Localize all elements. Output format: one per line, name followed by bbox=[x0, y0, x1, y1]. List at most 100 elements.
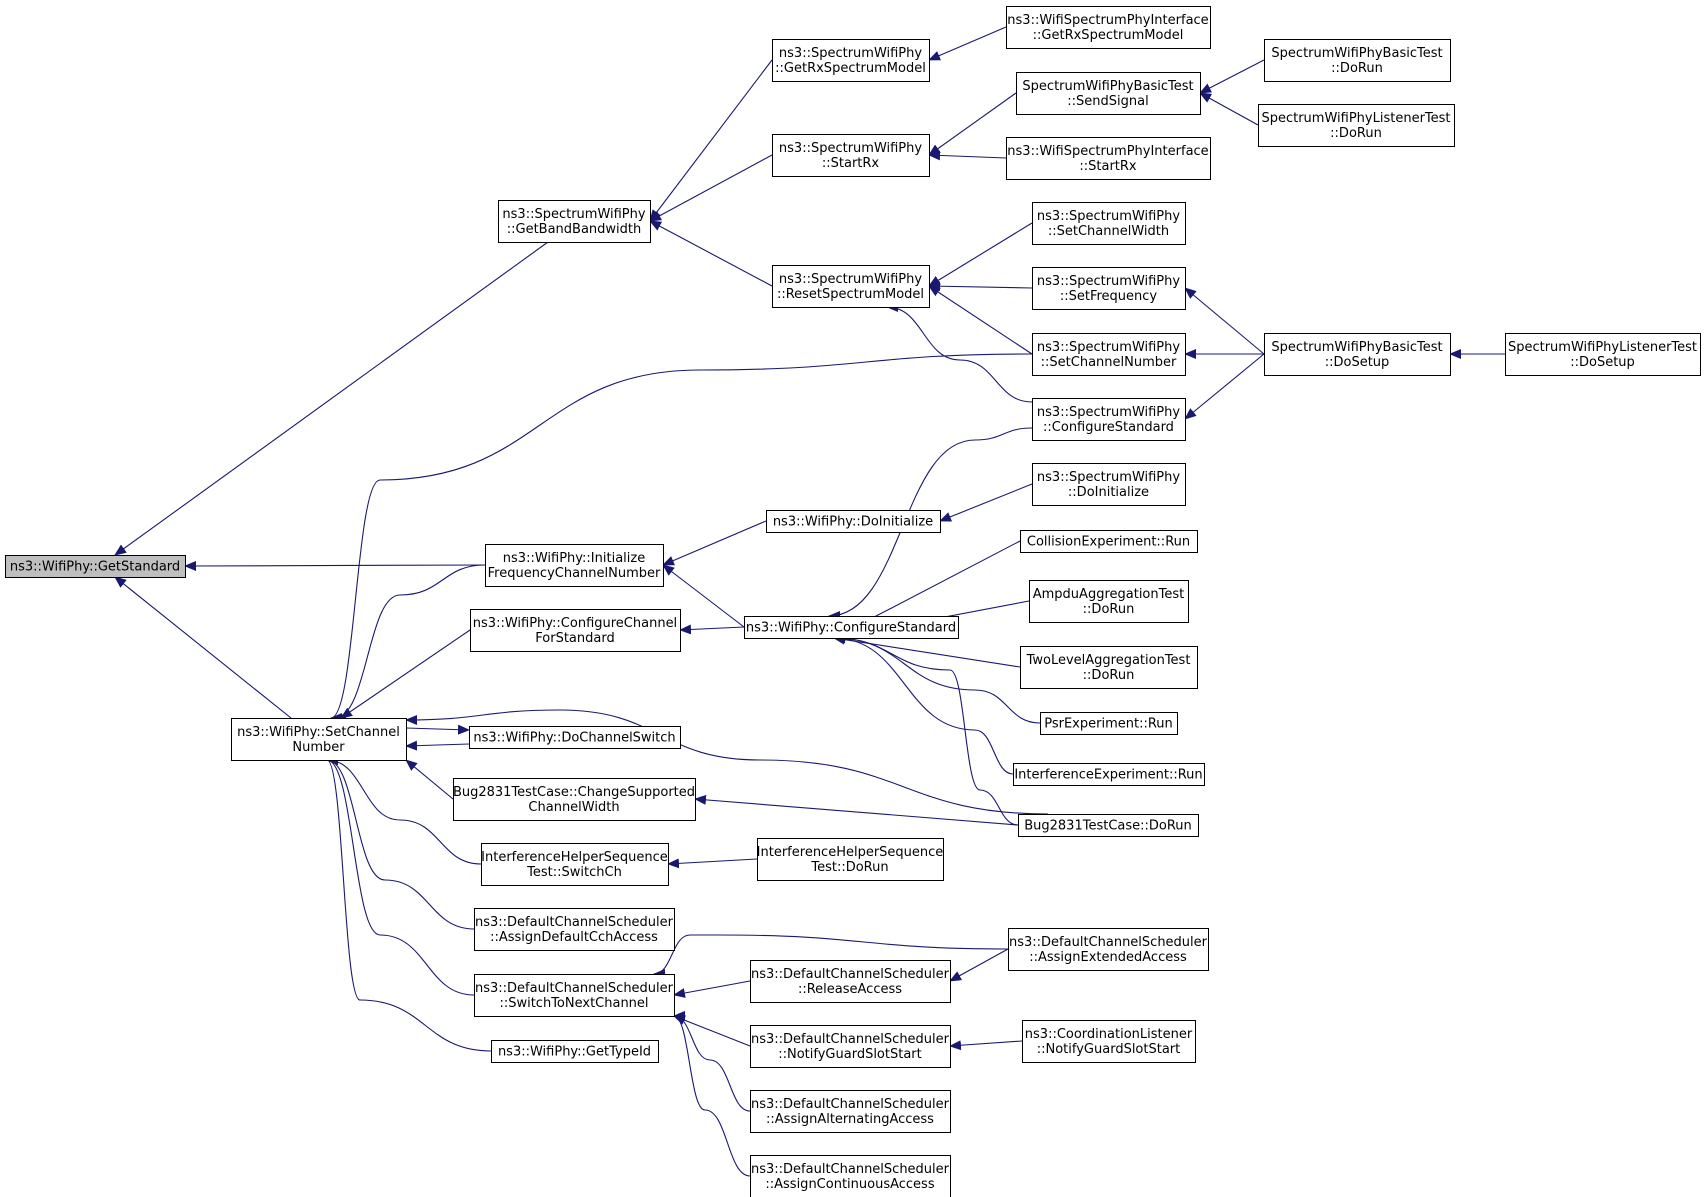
node-label-line: ::DoSetup bbox=[1325, 355, 1390, 370]
caller-function-node[interactable]: Bug2831TestCase::DoRun bbox=[1018, 814, 1199, 837]
node-label-line: ::SwitchToNextChannel bbox=[499, 996, 648, 1011]
call-edge-n22-to-n5 bbox=[928, 92, 1017, 156]
caller-function-node[interactable]: SpectrumWifiPhyListenerTest::DoRun bbox=[1258, 104, 1455, 147]
caller-function-node[interactable]: SpectrumWifiPhyListenerTest::DoSetup bbox=[1505, 333, 1701, 376]
node-box bbox=[1032, 463, 1186, 506]
call-edge-n33-to-n9 bbox=[833, 633, 1014, 775]
node-label-line: ::ReleaseAccess bbox=[798, 982, 902, 997]
caller-function-node[interactable]: ns3::WifiPhy::DoInitialize bbox=[766, 510, 941, 533]
node-label-line: SpectrumWifiPhyListenerTest bbox=[1508, 340, 1697, 355]
call-edge-n27-to-n9 bbox=[828, 427, 1033, 621]
caller-function-node[interactable]: ns3::WifiSpectrumPhyInterface::StartRx bbox=[1006, 137, 1211, 180]
node-label-line: ::AssignDefaultCchAccess bbox=[490, 930, 658, 945]
node-box bbox=[1264, 39, 1451, 82]
caller-function-node[interactable]: ns3::WifiPhy::ConfigureStandard bbox=[744, 616, 959, 639]
caller-function-node[interactable]: PsrExperiment::Run bbox=[1040, 712, 1178, 735]
caller-function-node[interactable]: ns3::SpectrumWifiPhy::SetChannelNumber bbox=[1032, 333, 1186, 376]
node-box bbox=[1020, 646, 1198, 689]
node-label-line: PsrExperiment::Run bbox=[1044, 717, 1173, 732]
node-label-line: ::AssignContinuousAccess bbox=[765, 1177, 934, 1192]
node-label-line: ::SendSignal bbox=[1067, 94, 1148, 109]
node-label-line: ::NotifyGuardSlotStart bbox=[778, 1047, 922, 1062]
caller-function-node[interactable]: ns3::WifiSpectrumPhyInterface::GetRxSpec… bbox=[1006, 6, 1211, 49]
caller-function-node[interactable]: SpectrumWifiPhyBasicTest::SendSignal bbox=[1016, 72, 1201, 115]
caller-function-node[interactable]: ns3::WifiPhy::DoChannelSwitch bbox=[469, 726, 681, 749]
node-box bbox=[1505, 333, 1701, 376]
node-box bbox=[1006, 137, 1211, 180]
caller-function-node[interactable]: Bug2831TestCase::ChangeSupportedChannelW… bbox=[453, 778, 696, 821]
call-edge-n23-to-n5 bbox=[928, 150, 1007, 161]
call-edge-n34-to-n9 bbox=[833, 633, 1019, 826]
caller-function-node[interactable]: ns3::WifiPhy::InitializeFrequencyChannel… bbox=[485, 544, 664, 587]
node-label-line: ns3::DefaultChannelScheduler bbox=[751, 1032, 950, 1047]
caller-function-node[interactable]: ns3::DefaultChannelScheduler::AssignAlte… bbox=[750, 1090, 951, 1133]
caller-function-node[interactable]: ns3::DefaultChannelScheduler::SwitchToNe… bbox=[474, 974, 675, 1017]
node-label-line: ns3::WifiPhy::Initialize bbox=[503, 551, 645, 566]
caller-function-node[interactable]: ns3::WifiPhy::GetTypeId bbox=[491, 1040, 659, 1063]
caller-function-node[interactable]: ns3::SpectrumWifiPhy::DoInitialize bbox=[1032, 463, 1186, 506]
call-edge-n24-to-n6 bbox=[928, 222, 1033, 287]
node-label-line: ns3::WifiPhy::DoChannelSwitch bbox=[473, 731, 675, 746]
caller-function-node[interactable]: ns3::DefaultChannelScheduler::AssignExte… bbox=[1008, 928, 1209, 971]
caller-function-node[interactable]: CollisionExperiment::Run bbox=[1020, 530, 1198, 553]
node-box bbox=[1032, 267, 1186, 310]
caller-function-node[interactable]: SpectrumWifiPhyBasicTest::DoRun bbox=[1264, 39, 1451, 82]
caller-function-node[interactable]: SpectrumWifiPhyBasicTest::DoSetup bbox=[1264, 333, 1451, 376]
node-label-line: ::AssignExtendedAccess bbox=[1029, 950, 1187, 965]
node-label-line: Number bbox=[292, 740, 345, 755]
caller-function-node[interactable]: ns3::DefaultChannelScheduler::NotifyGuar… bbox=[750, 1025, 951, 1068]
caller-function-node[interactable]: ns3::CoordinationListener::NotifyGuardSl… bbox=[1022, 1020, 1196, 1063]
node-label-line: TwoLevelAggregationTest bbox=[1026, 653, 1191, 668]
node-label-line: ::GetBandBandwidth bbox=[507, 222, 642, 237]
caller-function-node[interactable]: ns3::SpectrumWifiPhy::ResetSpectrumModel bbox=[772, 265, 930, 308]
caller-function-node[interactable]: ns3::SpectrumWifiPhy::StartRx bbox=[772, 134, 930, 177]
node-box bbox=[757, 838, 944, 881]
node-box bbox=[750, 1155, 951, 1197]
node-label-line: ns3::DefaultChannelScheduler bbox=[751, 967, 950, 982]
caller-function-node[interactable]: ns3::DefaultChannelScheduler::ReleaseAcc… bbox=[750, 960, 951, 1003]
node-box bbox=[1016, 72, 1201, 115]
caller-function-node[interactable]: ns3::WifiPhy::ConfigureChannelForStandar… bbox=[470, 609, 681, 652]
node-box bbox=[1029, 580, 1189, 623]
node-box bbox=[750, 1025, 951, 1068]
call-edge-n18-to-n15 bbox=[673, 1015, 751, 1047]
caller-function-node[interactable]: InterferenceExperiment::Run bbox=[1013, 763, 1205, 786]
node-label-line: SpectrumWifiPhyBasicTest bbox=[1022, 79, 1193, 94]
caller-function-node[interactable]: ns3::WifiPhy::SetChannelNumber bbox=[231, 718, 407, 761]
caller-function-node[interactable]: ns3::SpectrumWifiPhy::SetChannelWidth bbox=[1032, 202, 1186, 245]
call-edge-n3-to-n0 bbox=[114, 576, 292, 719]
call-edge-n25-to-n6 bbox=[928, 281, 1033, 292]
call-edge-n2-to-n3 bbox=[334, 564, 486, 723]
root-function-node[interactable]: ns3::WifiPhy::GetStandard bbox=[5, 555, 186, 578]
caller-function-node[interactable]: TwoLevelAggregationTest::DoRun bbox=[1020, 646, 1198, 689]
node-label-line: ::GetRxSpectrumModel bbox=[1033, 28, 1184, 43]
caller-function-node[interactable]: ns3::SpectrumWifiPhy::GetRxSpectrumModel bbox=[772, 39, 930, 82]
node-box bbox=[750, 960, 951, 1003]
caller-function-node[interactable]: ns3::SpectrumWifiPhy::ConfigureStandard bbox=[1032, 398, 1186, 441]
node-box bbox=[1258, 104, 1455, 147]
node-box bbox=[772, 265, 930, 308]
node-label-line: ns3::WifiPhy::ConfigureChannel bbox=[473, 616, 677, 631]
node-box bbox=[474, 908, 675, 951]
caller-function-node[interactable]: ns3::DefaultChannelScheduler::AssignDefa… bbox=[474, 908, 675, 951]
caller-function-node[interactable]: AmpduAggregationTest::DoRun bbox=[1029, 580, 1189, 623]
node-label-line: ns3::SpectrumWifiPhy bbox=[779, 141, 922, 156]
caller-function-node[interactable]: ns3::DefaultChannelScheduler::AssignCont… bbox=[750, 1155, 951, 1197]
node-label-line: SpectrumWifiPhyBasicTest bbox=[1271, 46, 1442, 61]
caller-function-node[interactable]: ns3::SpectrumWifiPhy::SetFrequency bbox=[1032, 267, 1186, 310]
node-box bbox=[1032, 202, 1186, 245]
node-label-line: ::SetChannelNumber bbox=[1041, 355, 1177, 370]
node-label-line: ::DoRun bbox=[1331, 61, 1383, 76]
caller-function-node[interactable]: ns3::SpectrumWifiPhy::GetBandBandwidth bbox=[498, 200, 651, 243]
node-label-line: ns3::SpectrumWifiPhy bbox=[1037, 340, 1180, 355]
node-label-line: ns3::WifiSpectrumPhyInterface bbox=[1007, 144, 1208, 159]
node-label-line: ::DoRun bbox=[1330, 126, 1382, 141]
node-label-line: ns3::SpectrumWifiPhy bbox=[1037, 470, 1180, 485]
node-label-line: ns3::DefaultChannelScheduler bbox=[1009, 935, 1208, 950]
call-edge-n28-to-n7 bbox=[939, 483, 1033, 522]
node-box bbox=[474, 974, 675, 1017]
node-label-line: ::GetRxSpectrumModel bbox=[775, 61, 926, 76]
node-label-line: InterferenceHelperSequence bbox=[481, 850, 668, 865]
